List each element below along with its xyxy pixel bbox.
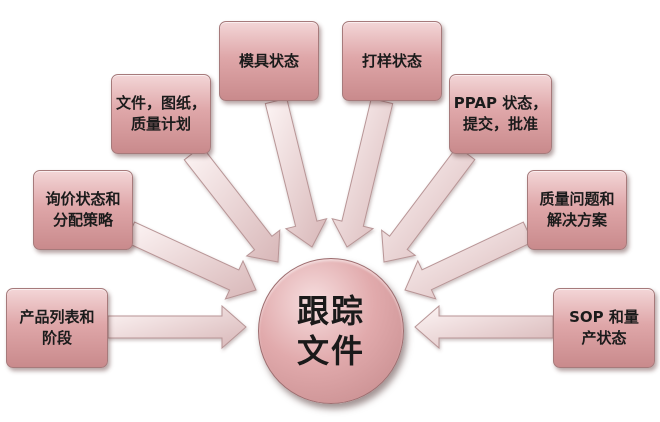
tracking-document-hub: 跟踪 文件 [258, 258, 404, 404]
arrow-product-list [107, 304, 247, 350]
input-sop-box: SOP 和量 产状态 [553, 288, 655, 368]
arrow-sample-status [331, 97, 394, 248]
input-mold-status-box: 模具状态 [219, 21, 319, 101]
input-ppap-box: PPAP 状态， 提交，批准 [449, 74, 552, 154]
input-quality-issues-box: 质量问题和 解决方案 [527, 170, 627, 250]
input-product-list-box: 产品列表和 阶段 [6, 288, 108, 368]
input-quote-status-box: 询价状态和 分配策略 [33, 170, 133, 250]
arrow-quote-status [124, 221, 257, 300]
arrow-documents [183, 145, 281, 263]
arrow-mold-status [264, 97, 328, 248]
arrow-ppap [381, 145, 476, 263]
arrow-quality-issues [404, 221, 534, 300]
arrow-sop [414, 304, 554, 350]
input-documents-box: 文件，图纸， 质量计划 [111, 74, 211, 154]
input-sample-status-box: 打样状态 [342, 21, 442, 101]
